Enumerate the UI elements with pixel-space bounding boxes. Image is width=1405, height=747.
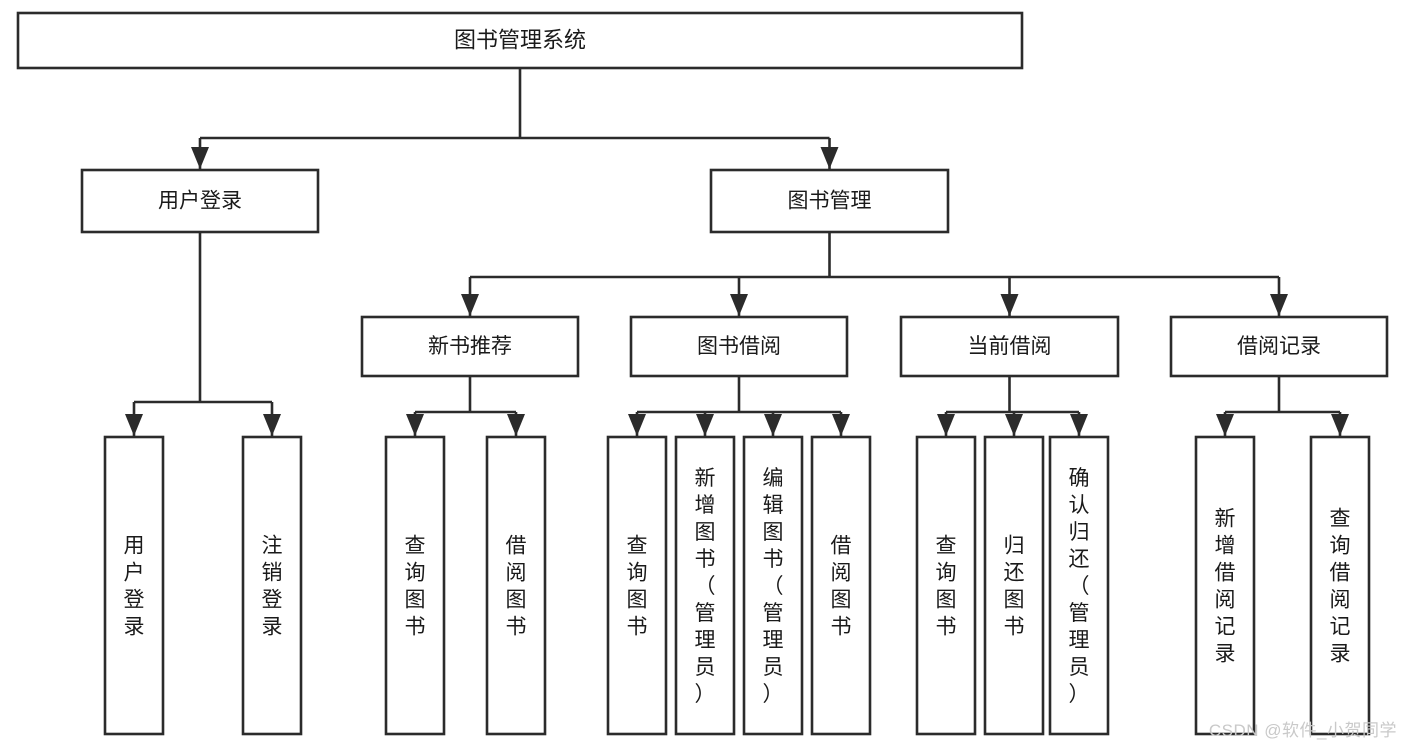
node-new-book-recommend[interactable]: 新书推荐 [360, 315, 580, 378]
node-box-leaf-add-book [674, 435, 736, 736]
node-box-leaf-query-book-3 [915, 435, 977, 736]
node-label-leaf-confirm-return: 确认归还（管理员） [1069, 467, 1090, 706]
node-box-leaf-confirm-return [1048, 435, 1110, 736]
node-leaf-query-book-2[interactable]: 查询图书 [606, 435, 668, 736]
node-label-leaf-add-record: 新增借阅记录 [1215, 508, 1236, 666]
node-leaf-add-record[interactable]: 新增借阅记录 [1194, 435, 1256, 736]
node-book-borrow[interactable]: 图书借阅 [629, 315, 849, 378]
node-box-leaf-query-book-1 [384, 435, 446, 736]
node-label-user-login: 用户登录 [158, 190, 242, 213]
node-leaf-query-record[interactable]: 查询借阅记录 [1309, 435, 1371, 736]
node-leaf-edit-book[interactable]: 编辑图书（管理员） [742, 435, 804, 736]
node-leaf-return-book[interactable]: 归还图书 [983, 435, 1045, 736]
node-label-leaf-edit-book: 编辑图书（管理员） [763, 467, 784, 706]
node-label-leaf-return-book: 归还图书 [1004, 535, 1025, 639]
node-label-current-borrow: 当前借阅 [968, 335, 1052, 358]
node-label-book-borrow: 图书借阅 [697, 335, 781, 358]
node-box-leaf-query-book-2 [606, 435, 668, 736]
node-root[interactable]: 图书管理系统 [16, 11, 1024, 70]
node-leaf-borrow-book-1[interactable]: 借阅图书 [485, 435, 547, 736]
node-box-new-book-recommend [360, 315, 580, 378]
node-layer: 图书管理系统用户登录图书管理新书推荐图书借阅当前借阅借阅记录用户登录注销登录查询… [16, 11, 1389, 736]
node-leaf-add-book[interactable]: 新增图书（管理员） [674, 435, 736, 736]
node-label-leaf-user-login: 用户登录 [124, 535, 145, 639]
node-label-root: 图书管理系统 [454, 27, 586, 52]
node-label-borrow-record: 借阅记录 [1237, 335, 1321, 358]
node-label-leaf-borrow-book-1: 借阅图书 [506, 535, 527, 639]
node-label-leaf-add-book: 新增图书（管理员） [695, 467, 716, 706]
node-label-new-book-recommend: 新书推荐 [428, 335, 512, 358]
node-box-book-borrow [629, 315, 849, 378]
node-borrow-record[interactable]: 借阅记录 [1169, 315, 1389, 378]
node-leaf-logout[interactable]: 注销登录 [241, 435, 303, 736]
node-box-user-login [80, 168, 320, 234]
node-box-root [16, 11, 1024, 70]
node-box-leaf-borrow-book-2 [810, 435, 872, 736]
node-box-leaf-logout [241, 435, 303, 736]
watermark: CSDN @软件_小贺同学 [1208, 721, 1397, 740]
node-leaf-borrow-book-2[interactable]: 借阅图书 [810, 435, 872, 736]
node-leaf-confirm-return[interactable]: 确认归还（管理员） [1048, 435, 1110, 736]
node-box-leaf-edit-book [742, 435, 804, 736]
node-box-leaf-user-login [103, 435, 165, 736]
node-current-borrow[interactable]: 当前借阅 [899, 315, 1120, 378]
node-leaf-query-book-1[interactable]: 查询图书 [384, 435, 446, 736]
node-box-leaf-add-record [1194, 435, 1256, 736]
node-book-manage[interactable]: 图书管理 [709, 168, 950, 234]
node-box-leaf-borrow-book-1 [485, 435, 547, 736]
node-label-leaf-query-book-3: 查询图书 [936, 535, 957, 639]
node-label-book-manage: 图书管理 [788, 190, 872, 213]
node-box-borrow-record [1169, 315, 1389, 378]
node-box-current-borrow [899, 315, 1120, 378]
node-box-leaf-return-book [983, 435, 1045, 736]
node-label-leaf-borrow-book-2: 借阅图书 [831, 535, 852, 639]
connector-layer [125, 68, 1349, 436]
node-user-login[interactable]: 用户登录 [80, 168, 320, 234]
node-box-leaf-query-record [1309, 435, 1371, 736]
node-leaf-query-book-3[interactable]: 查询图书 [915, 435, 977, 736]
node-label-leaf-query-book-1: 查询图书 [405, 535, 426, 639]
node-label-leaf-query-book-2: 查询图书 [627, 535, 648, 639]
node-label-leaf-logout: 注销登录 [262, 535, 283, 639]
node-label-leaf-query-record: 查询借阅记录 [1330, 508, 1351, 666]
node-leaf-user-login[interactable]: 用户登录 [103, 435, 165, 736]
node-box-book-manage [709, 168, 950, 234]
